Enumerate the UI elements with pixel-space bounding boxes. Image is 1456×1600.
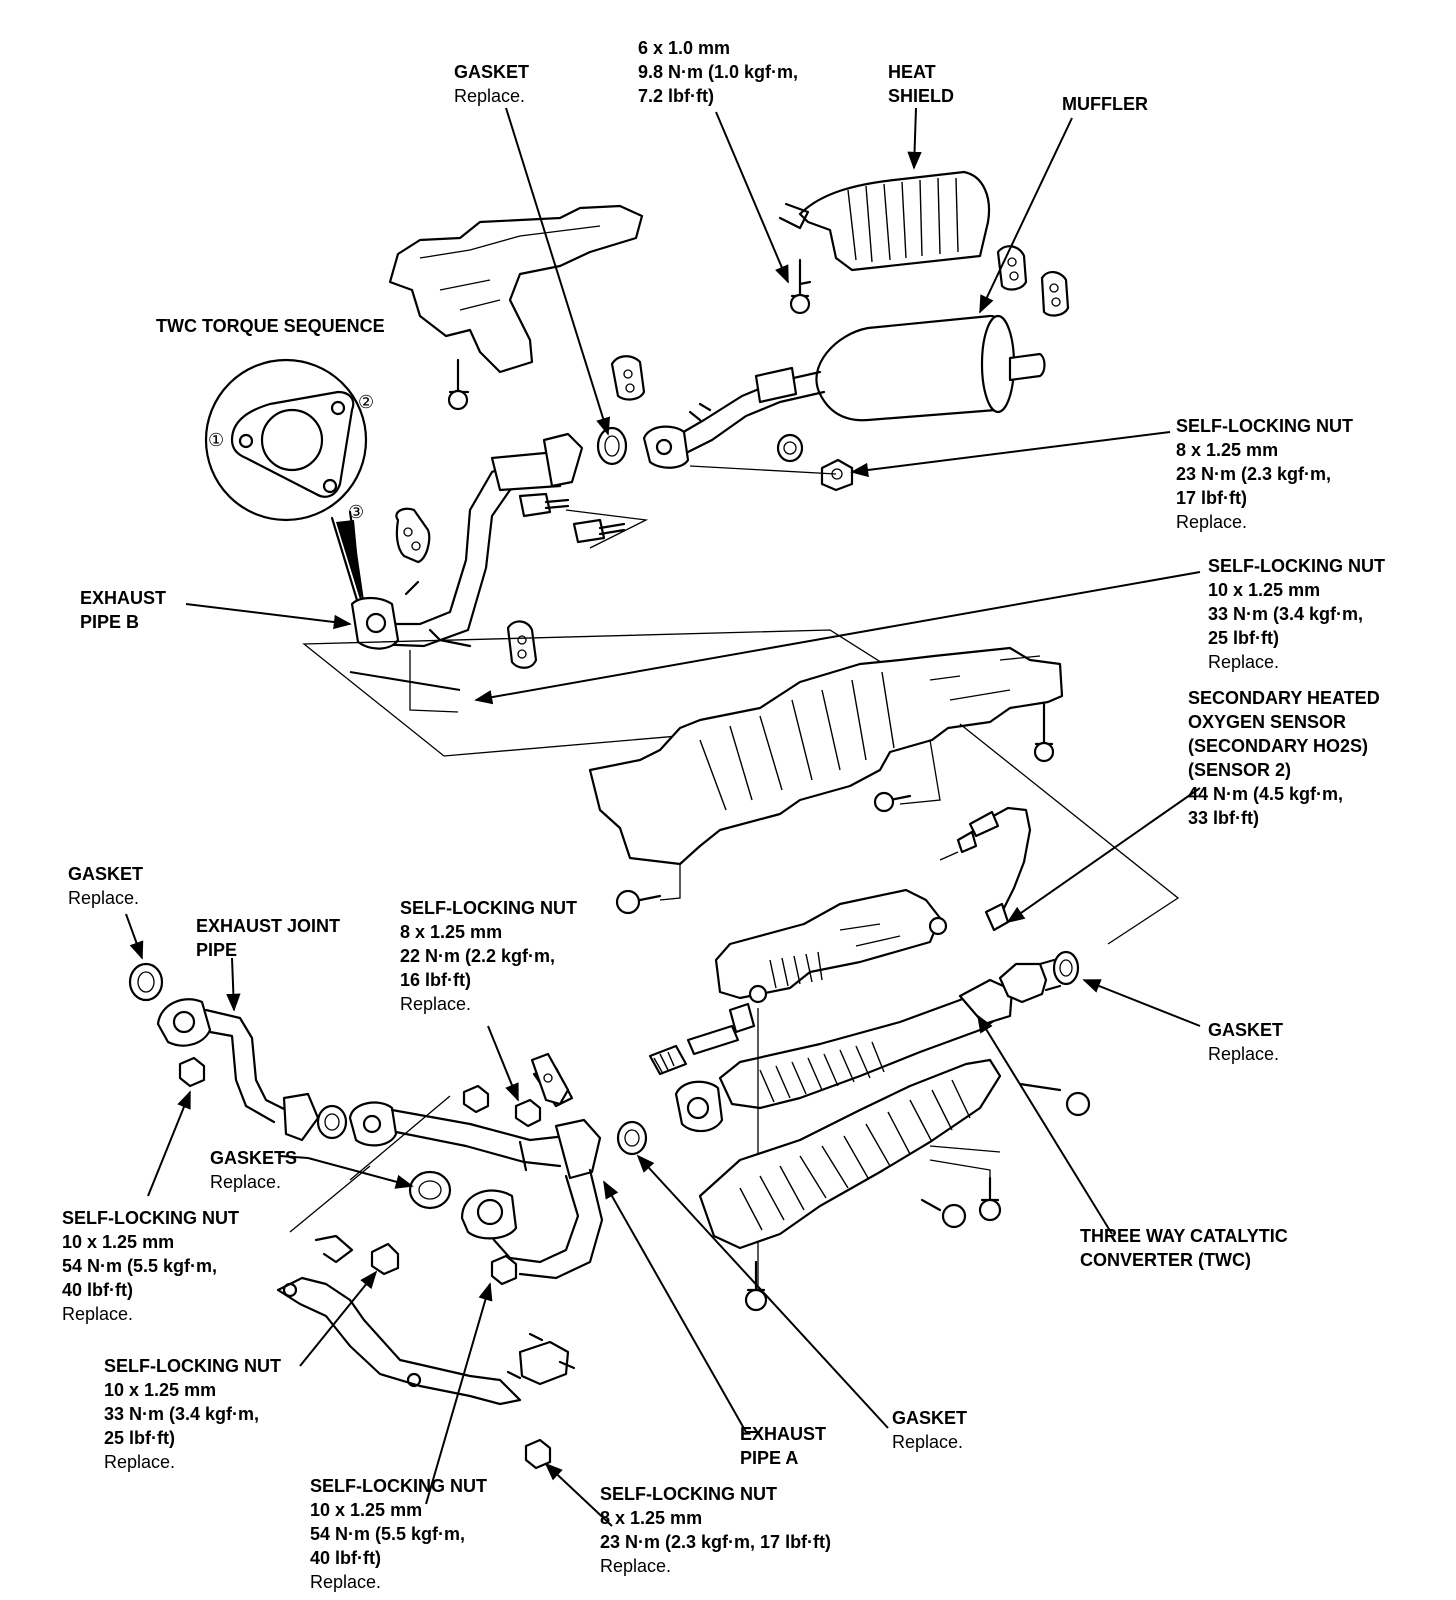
gasket-right-label: GASKET Replace. [1208, 1020, 1284, 1064]
three-way-catalytic-converter [648, 950, 1080, 1290]
heat-shield-label: HEAT SHIELD [888, 62, 955, 106]
self-locking-nut-8mm-22nm-label: SELF-LOCKING NUT 8 x 1.25 mm 22 N·m (2.2… [400, 898, 577, 1014]
self-locking-nut-10mm-33nm-lower-label: SELF-LOCKING NUT 10 x 1.25 mm 33 N·m (3.… [104, 1356, 281, 1472]
exhaust-joint-pipe [128, 962, 348, 1142]
self-locking-nut-10mm-33nm-right-label: SELF-LOCKING NUT 10 x 1.25 mm 33 N·m (3.… [1208, 556, 1385, 672]
self-locking-nut-10mm-54nm-bottom-label: SELF-LOCKING NUT 10 x 1.25 mm 54 N·m (5.… [310, 1476, 487, 1592]
twc-label: THREE WAY CATALYTIC CONVERTER (TWC) [1080, 1226, 1288, 1270]
leader-lines [125, 107, 1201, 1527]
muffler-heat-shield [778, 170, 990, 315]
twc-inner-shield-upper [714, 888, 948, 1004]
exhaust-pipe-a-label: EXHAUST PIPE A [740, 1424, 827, 1468]
exhaust-pipe-a [289, 1052, 648, 1280]
muffler-assembly [642, 314, 1046, 492]
twc-torque-sequence-detail: ① ② ③ [204, 358, 374, 612]
self-locking-nut-10mm-54nm-left-label: SELF-LOCKING NUT 10 x 1.25 mm 54 N·m (5.… [62, 1208, 239, 1324]
twc-torque-sequence-label: TWC TORQUE SEQUENCE [156, 316, 385, 336]
muffler-label: MUFFLER [1062, 94, 1148, 114]
bolt-6mm-spec-label: 6 x 1.0 mm 9.8 N·m (1.0 kgf·m, 7.2 lbf·f… [638, 38, 799, 106]
twc-lower-heat-shield [698, 1058, 1091, 1312]
self-locking-nut-8mm-23nm-bottom-label: SELF-LOCKING NUT 8 x 1.25 mm 23 N·m (2.3… [600, 1484, 832, 1576]
assembly-guide-lines [929, 723, 1180, 1153]
twc-upper-heat-shield [588, 646, 1064, 915]
seq-3-marker: ③ [348, 502, 364, 523]
secondary-ho2s-sensor [939, 806, 1032, 932]
upper-pipe-heat-shield [388, 204, 644, 411]
gasket-left-label: GASKET Replace. [68, 864, 144, 908]
gasket-top-label: GASKET Replace. [454, 62, 530, 106]
gaskets-mid-label: GASKETS Replace. [210, 1148, 298, 1192]
seq-2-marker: ② [358, 392, 374, 413]
secondary-ho2s-label: SECONDARY HEATED OXYGEN SENSOR (SECONDAR… [1188, 688, 1380, 828]
self-locking-nut-8mm-23nm-upper-label: SELF-LOCKING NUT 8 x 1.25 mm 23 N·m (2.3… [1176, 416, 1353, 532]
rubber-hangers [395, 245, 1070, 669]
seq-1-marker: ① [208, 430, 224, 451]
exhaust-pipe-b-label: EXHAUST PIPE B [80, 588, 167, 632]
exhaust-pipe-b [350, 432, 584, 650]
gasket-bottom-label: GASKET Replace. [892, 1408, 968, 1452]
lower-bracket [276, 1234, 576, 1470]
exhaust-joint-pipe-label: EXHAUST JOINT PIPE [196, 916, 341, 960]
